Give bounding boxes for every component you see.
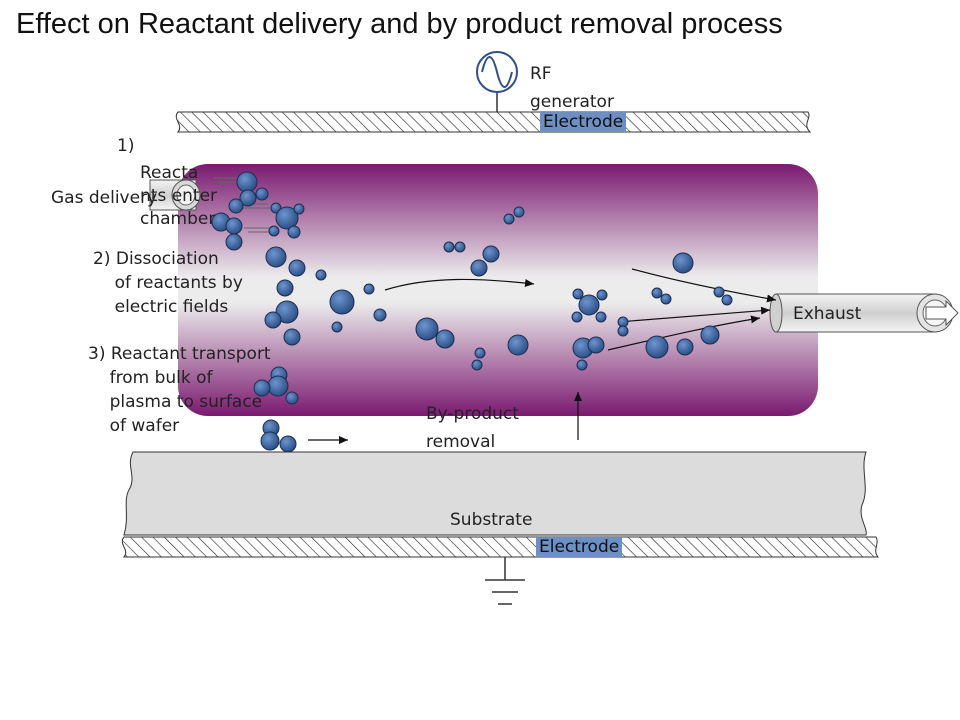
molecule-icon bbox=[503, 213, 515, 225]
arrow-icon bbox=[631, 268, 777, 303]
step3-label: 3) Reactant transport from bulk of plasm… bbox=[88, 344, 271, 436]
molecule-icon bbox=[470, 259, 488, 277]
molecule-icon bbox=[578, 294, 600, 316]
molecule-icon bbox=[265, 246, 287, 268]
molecule-icon bbox=[700, 325, 720, 345]
molecule-icon bbox=[596, 289, 608, 301]
molecule-icon bbox=[645, 335, 669, 359]
molecule-icon bbox=[253, 379, 271, 397]
molecule-icon bbox=[329, 289, 355, 315]
molecule-icon bbox=[415, 317, 439, 341]
page-title: Effect on Reactant delivery and by produ… bbox=[16, 8, 783, 40]
molecule-icon bbox=[572, 288, 584, 300]
molecule-icon bbox=[267, 375, 289, 397]
molecule-icon bbox=[279, 435, 297, 453]
molecule-icon bbox=[315, 269, 327, 281]
molecule-icon bbox=[283, 328, 301, 346]
molecule-icon bbox=[672, 252, 694, 274]
molecule-icon bbox=[331, 321, 343, 333]
molecule-icon bbox=[275, 206, 299, 230]
ground-icon bbox=[485, 557, 525, 605]
molecule-icon bbox=[660, 293, 672, 305]
molecule-icon bbox=[471, 359, 483, 371]
molecule-icon bbox=[236, 171, 258, 193]
bottom-electrode-text: Electrode bbox=[536, 537, 623, 557]
molecules bbox=[211, 171, 733, 453]
sine-wave-icon bbox=[481, 56, 513, 88]
molecule-icon bbox=[264, 311, 282, 329]
arrow-icon bbox=[384, 278, 535, 291]
molecule-icon bbox=[507, 334, 529, 356]
substrate bbox=[123, 451, 867, 536]
step1-number: 1) bbox=[117, 136, 135, 156]
step1-label: Reacta nts enter chamber bbox=[140, 163, 218, 229]
exhaust-pipe-icon bbox=[769, 293, 959, 333]
molecule-icon bbox=[293, 203, 305, 215]
molecule-icon bbox=[255, 187, 269, 201]
top-electrode-text: Electrode bbox=[540, 112, 627, 132]
arrow-icon bbox=[607, 315, 761, 351]
molecule-icon bbox=[443, 241, 455, 253]
step2-label: 2) Dissociation of reactants by electric… bbox=[93, 249, 243, 317]
molecule-icon bbox=[225, 233, 243, 251]
molecule-icon bbox=[275, 300, 299, 324]
molecule-icon bbox=[721, 294, 733, 306]
arrow-icon bbox=[617, 306, 771, 323]
molecule-icon bbox=[454, 241, 466, 253]
molecule-icon bbox=[651, 287, 663, 299]
gas-inlet-pipe-icon bbox=[149, 179, 201, 211]
exhaust-label: Exhaust bbox=[793, 304, 862, 324]
top-electrode bbox=[175, 111, 812, 133]
rf-generator-label: RF generator bbox=[530, 64, 614, 112]
molecule-icon bbox=[513, 206, 525, 218]
molecule-icon bbox=[435, 329, 455, 349]
molecule-icon bbox=[373, 308, 387, 322]
molecule-icon bbox=[587, 336, 605, 354]
substrate-label: Substrate bbox=[450, 510, 533, 530]
molecule-icon bbox=[474, 347, 486, 359]
molecule-icon bbox=[617, 325, 629, 337]
molecule-icon bbox=[713, 286, 725, 298]
molecule-icon bbox=[225, 217, 243, 235]
molecule-icon bbox=[268, 225, 280, 237]
molecule-icon bbox=[276, 279, 294, 297]
molecule-icon bbox=[595, 311, 607, 323]
bottom-electrode-label: Electrode bbox=[536, 537, 623, 557]
flow-arrows bbox=[308, 268, 777, 444]
molecule-icon bbox=[228, 198, 244, 214]
byproduct-removal-label: By-product removal bbox=[426, 404, 519, 452]
molecule-icon bbox=[287, 225, 301, 239]
gas-delivery-label: Gas delivery bbox=[51, 188, 158, 208]
molecule-icon bbox=[482, 245, 500, 263]
molecule-icon bbox=[288, 259, 306, 277]
molecule-icon bbox=[239, 189, 257, 207]
molecule-icon bbox=[576, 359, 588, 371]
molecule-icon bbox=[285, 391, 299, 405]
molecule-icon bbox=[363, 283, 375, 295]
molecule-icon bbox=[571, 311, 583, 323]
bottom-electrode bbox=[121, 536, 880, 558]
molecule-icon bbox=[260, 431, 280, 451]
top-electrode-label: Electrode bbox=[540, 112, 627, 132]
molecule-icon bbox=[676, 338, 694, 356]
exhaust-arrow-icon bbox=[925, 299, 959, 327]
rf-generator-icon bbox=[476, 51, 518, 112]
